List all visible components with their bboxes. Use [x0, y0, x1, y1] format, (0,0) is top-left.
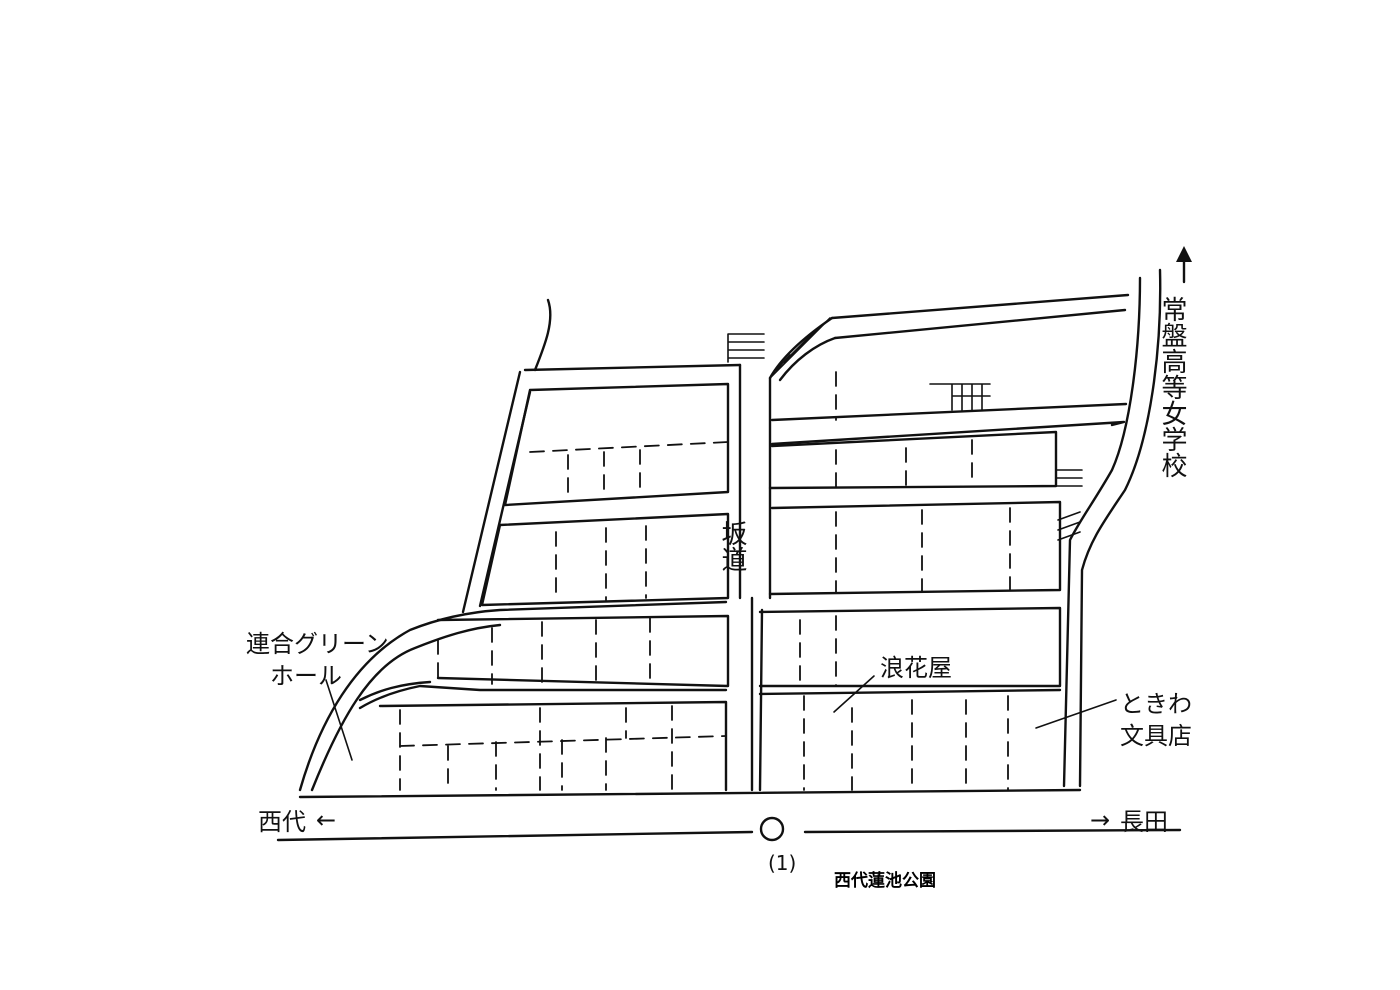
naniwaya-label: 浪花屋 [880, 654, 952, 682]
school-label: 常盤高等女学校 [1157, 296, 1187, 478]
page-number: (1) [768, 851, 796, 875]
nagata-label: 長田 [1120, 808, 1168, 836]
left-arrow-icon: ← [316, 806, 336, 834]
left-curve-road [298, 600, 728, 792]
park-caption: 西代蓮池公園 [834, 870, 936, 891]
right-blocks [758, 268, 1162, 791]
park-marker[interactable] [759, 816, 785, 842]
slope-road-label: 坂道 [717, 520, 747, 572]
naniwaya-leader [833, 675, 875, 713]
tokiwa-label-2: 文具店 [1120, 722, 1192, 750]
left-blocks [378, 298, 742, 792]
green-hall-leader [325, 679, 353, 761]
school-arrow [1176, 246, 1192, 284]
main-road [276, 788, 1182, 842]
green-hall-label-1: 連合グリーン [246, 630, 389, 658]
nishiyo-label: 西代 [258, 808, 306, 836]
right-arrow-icon: → [1090, 806, 1110, 834]
tokiwa-label-1: ときわ [1120, 690, 1192, 718]
tokiwa-leader [1035, 699, 1117, 729]
green-hall-label-2: ホール [270, 662, 342, 690]
